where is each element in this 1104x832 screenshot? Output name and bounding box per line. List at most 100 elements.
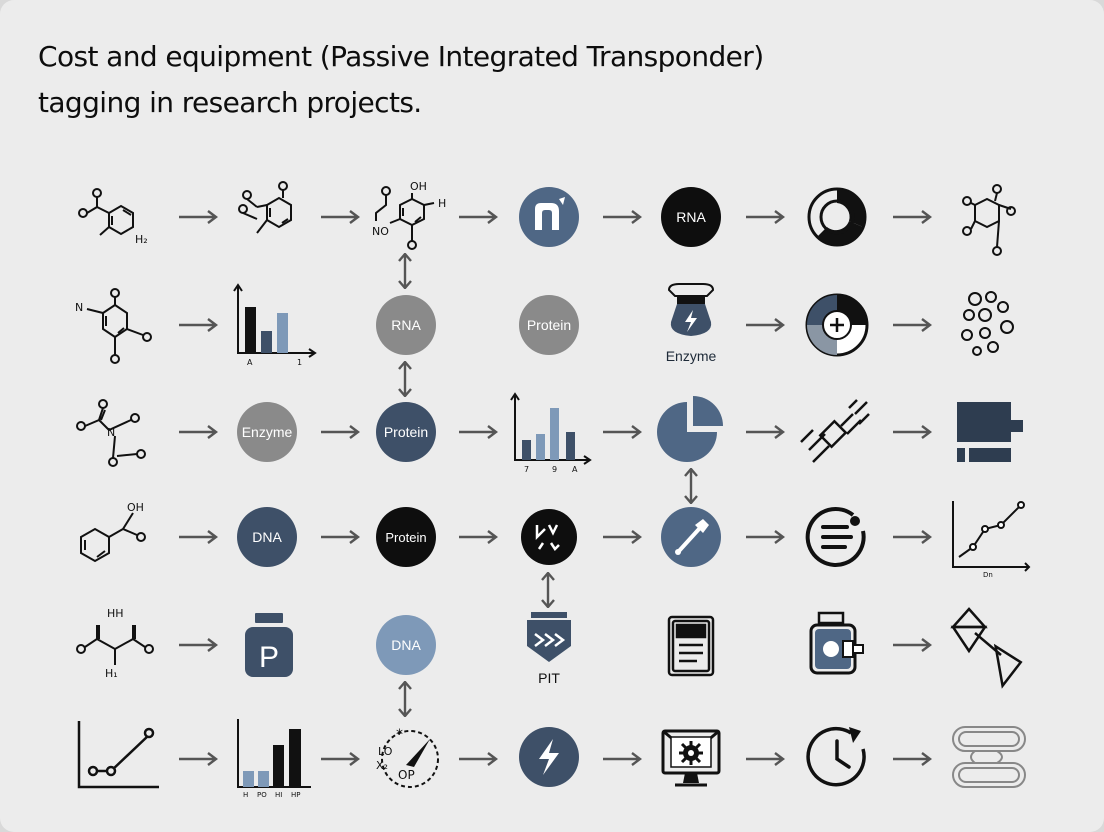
donut-chart-icon bbox=[795, 175, 879, 259]
arrow-right bbox=[745, 318, 785, 332]
arrow-right bbox=[892, 210, 932, 224]
rna-label: RNA bbox=[376, 295, 436, 355]
arrow-right bbox=[745, 425, 785, 439]
benzene-ring-molecule-icon: H₂ bbox=[75, 175, 159, 259]
arrow-right bbox=[178, 210, 218, 224]
arrow-bidirectional bbox=[541, 572, 555, 608]
dial-gauge-icon: LO X₂ OP * bbox=[368, 715, 452, 799]
molecule-label: NO bbox=[372, 225, 389, 238]
arrow-right bbox=[745, 530, 785, 544]
arrow-right bbox=[320, 752, 360, 766]
block-shape-icon bbox=[945, 390, 1029, 474]
tick-label: A bbox=[247, 358, 253, 367]
bar-chart-icon: 7 9 A bbox=[510, 390, 594, 474]
clock-icon bbox=[795, 715, 879, 799]
bar-chart-icon: H PO HI HP bbox=[233, 715, 317, 799]
branched-molecule-icon: N bbox=[75, 390, 159, 474]
protein-label: Protein bbox=[519, 295, 579, 355]
molecule-label: H₁ bbox=[105, 667, 118, 680]
segmented-pie-icon bbox=[795, 283, 879, 367]
arrow-right bbox=[178, 752, 218, 766]
cyclohexenone-molecule-icon bbox=[233, 175, 317, 259]
rna-label: RNA bbox=[661, 187, 721, 247]
molecule-cluster-icon bbox=[945, 283, 1029, 367]
arrow-right bbox=[745, 210, 785, 224]
molecule-label: OH bbox=[410, 180, 427, 193]
tick-label: 9 bbox=[552, 465, 557, 474]
document-scanner-icon bbox=[649, 603, 733, 687]
protein-node: Protein bbox=[364, 390, 448, 474]
p-bottle-icon: P bbox=[227, 603, 311, 687]
diketone-molecule-icon: HH H₁ bbox=[75, 603, 159, 687]
arrow-right bbox=[458, 752, 498, 766]
fused-ring-molecule-icon: OH H NO bbox=[368, 175, 452, 259]
rna-node: RNA bbox=[364, 283, 448, 367]
monitor-gear-icon bbox=[649, 715, 733, 799]
quinone-molecule-icon: N bbox=[75, 283, 159, 367]
protein-label: Protein bbox=[376, 402, 436, 462]
title-line-2: tagging in research projects. bbox=[38, 86, 422, 119]
pit-tag-icon: PIT bbox=[507, 600, 591, 686]
dna-label: DNA bbox=[237, 507, 297, 567]
line-chart-icon: Dn bbox=[945, 495, 1031, 579]
arrow-right bbox=[745, 752, 785, 766]
tick-label: HP bbox=[291, 791, 301, 799]
arrow-right bbox=[892, 318, 932, 332]
enzyme-label: Enzyme bbox=[237, 402, 297, 462]
arrow-right bbox=[892, 530, 932, 544]
chain-links-icon bbox=[945, 715, 1029, 799]
protein-node: Protein bbox=[507, 283, 591, 367]
tick-label: 1 bbox=[297, 358, 302, 367]
svg-text:N: N bbox=[107, 426, 115, 439]
enzyme-node: Enzyme bbox=[225, 390, 309, 474]
protein-label: Protein bbox=[376, 507, 436, 567]
arrow-right bbox=[602, 752, 642, 766]
pie-chart-icon bbox=[649, 390, 733, 474]
arrow-right bbox=[602, 210, 642, 224]
dna-node: DNA bbox=[364, 603, 448, 687]
molecule-label: LO bbox=[378, 745, 393, 758]
arrow-right bbox=[892, 752, 932, 766]
arrow-right bbox=[892, 638, 932, 652]
bar-chart-icon: A 1 bbox=[233, 283, 317, 367]
arrow-bidirectional bbox=[398, 681, 412, 717]
molecule-label: HH bbox=[107, 607, 124, 620]
arrow-bidirectional bbox=[398, 253, 412, 289]
protein-node: Protein bbox=[364, 495, 448, 579]
arrow-bidirectional bbox=[684, 468, 698, 504]
enzyme-caption: Enzyme bbox=[665, 348, 717, 364]
molecule-label: H₂ bbox=[135, 233, 148, 246]
arrow-right bbox=[602, 530, 642, 544]
pit-caption: PIT bbox=[538, 670, 560, 686]
arrow-right bbox=[458, 530, 498, 544]
arrow-right bbox=[178, 425, 218, 439]
enzyme-flask-icon: Enzyme bbox=[649, 278, 733, 364]
arrow-right bbox=[178, 530, 218, 544]
pit-reader-icon bbox=[507, 495, 591, 579]
molecule-label: OH bbox=[127, 501, 144, 514]
scanner-device-icon bbox=[795, 603, 879, 687]
arrow-right bbox=[458, 210, 498, 224]
arrow-bidirectional bbox=[398, 361, 412, 397]
dna-label: DNA bbox=[376, 615, 436, 675]
arrow-right bbox=[178, 318, 218, 332]
tick-label: HI bbox=[275, 791, 282, 799]
dna-node: DNA bbox=[225, 495, 309, 579]
rna-node: RNA bbox=[649, 175, 733, 259]
molecule-label: H bbox=[438, 197, 446, 210]
line-chart-icon bbox=[75, 715, 159, 799]
arrow-right bbox=[320, 210, 360, 224]
tick-label: H bbox=[243, 791, 248, 799]
tick-label: A bbox=[572, 465, 578, 474]
tick-label: Dn bbox=[983, 571, 993, 579]
triangles-icon bbox=[945, 603, 1029, 689]
molecule-label: N bbox=[75, 301, 83, 314]
svg-text:*: * bbox=[396, 727, 403, 743]
svg-text:P: P bbox=[259, 641, 279, 674]
logo-badge-icon bbox=[507, 175, 591, 259]
arrow-right bbox=[320, 530, 360, 544]
arrow-right bbox=[892, 425, 932, 439]
arrow-right bbox=[458, 425, 498, 439]
arrow-right bbox=[178, 638, 218, 652]
